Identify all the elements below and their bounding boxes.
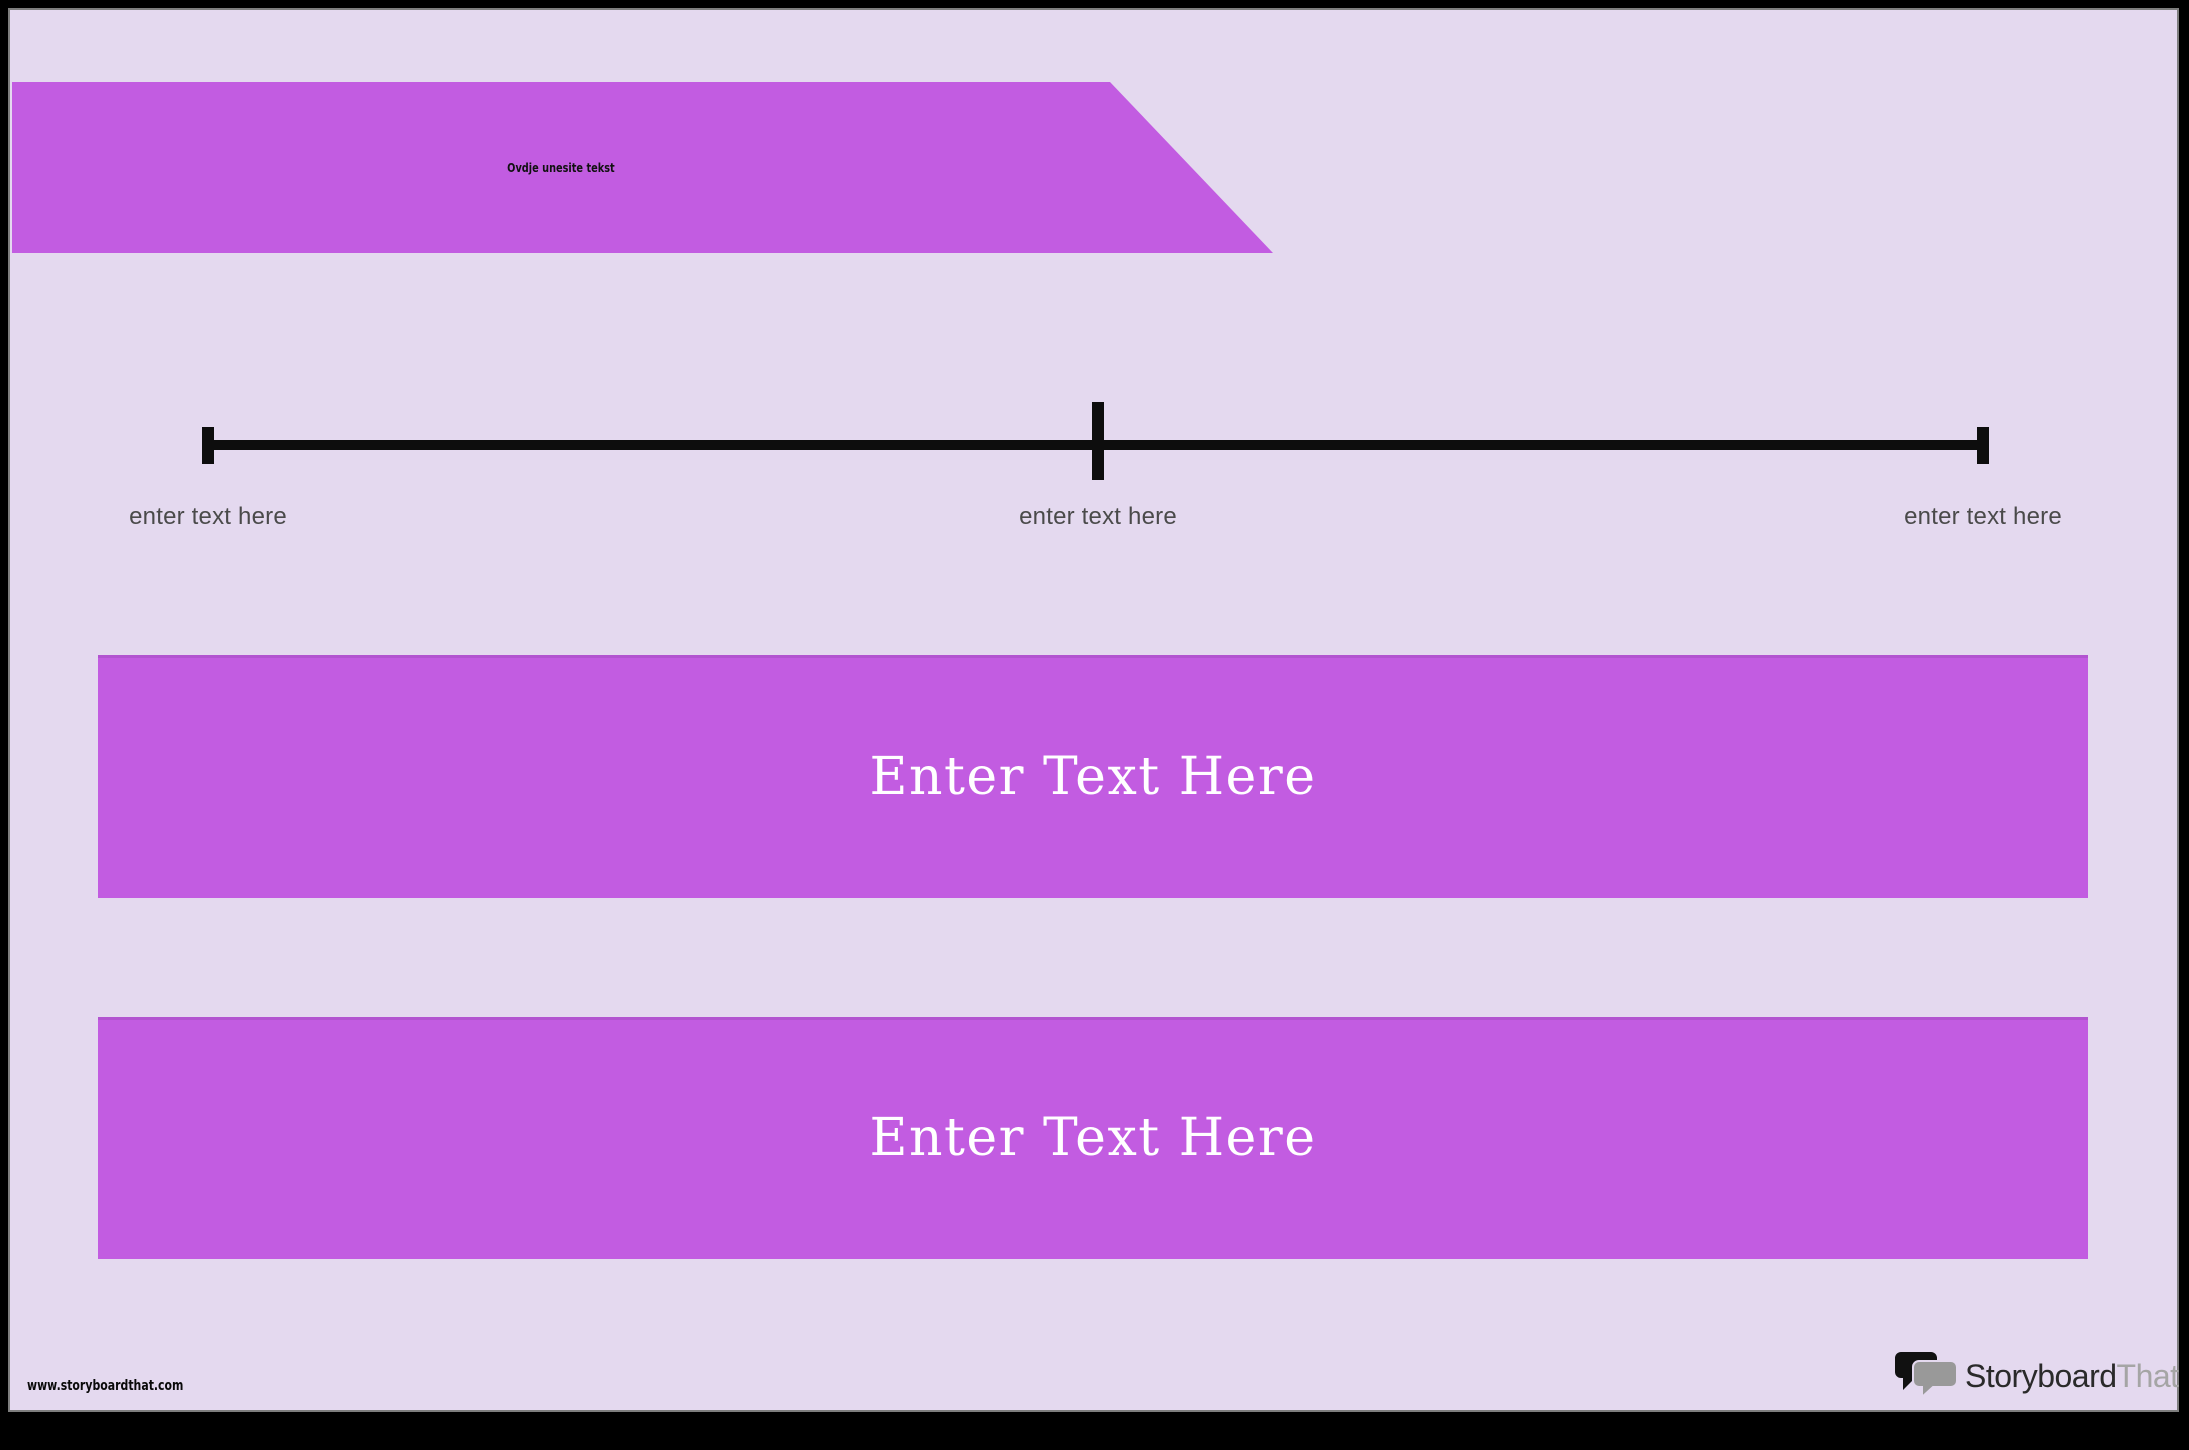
- text-box-1-placeholder[interactable]: Enter Text Here: [869, 746, 1317, 807]
- speech-bubbles-icon: [1895, 1350, 1958, 1403]
- website-url: www.storyboardthat.com: [27, 1378, 184, 1394]
- timeline-label-start[interactable]: enter text here: [129, 503, 287, 530]
- timeline-tick-middle: [1092, 402, 1104, 480]
- text-box-1[interactable]: Enter Text Here: [98, 655, 2088, 898]
- text-box-2[interactable]: Enter Text Here: [98, 1017, 2088, 1259]
- logo-wordmark-secondary: That: [2116, 1357, 2180, 1394]
- timeline-label-middle[interactable]: enter text here: [1019, 503, 1177, 530]
- text-box-2-placeholder[interactable]: Enter Text Here: [869, 1108, 1317, 1168]
- title-banner-label-wrap: Ovdje unesite tekst: [12, 82, 1110, 253]
- title-banner[interactable]: Ovdje unesite tekst: [12, 82, 1273, 253]
- title-banner-placeholder[interactable]: Ovdje unesite tekst: [507, 160, 615, 175]
- logo-wordmark-primary: Storyboard: [1965, 1357, 2117, 1394]
- timeline-label-end[interactable]: enter text here: [1904, 503, 2062, 530]
- timeline-tick-start: [202, 427, 214, 464]
- storyboardthat-logo: StoryboardThat: [1895, 1350, 2179, 1402]
- timeline-tick-end: [1977, 427, 1989, 464]
- logo-wordmark: StoryboardThat: [1965, 1358, 2179, 1395]
